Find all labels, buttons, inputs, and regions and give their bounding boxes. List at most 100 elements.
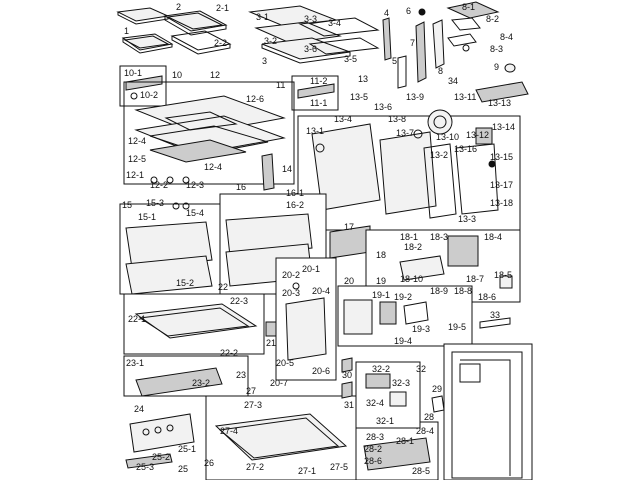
callout-23-2: 23-2 <box>192 378 210 388</box>
callout-18-9: 18-9 <box>430 286 448 296</box>
callout-25-2: 25-2 <box>152 452 170 462</box>
callout-12-6: 12-6 <box>246 94 264 104</box>
part-6-screw <box>418 8 426 16</box>
callout-13-16: 13-16 <box>454 144 477 154</box>
part-11-assembly <box>291 75 339 111</box>
callout-13-9: 13-9 <box>406 92 424 102</box>
callout-32-4: 32-4 <box>366 398 384 408</box>
part-21-bracket <box>265 321 277 337</box>
part-15-drawer-assembly <box>119 202 223 295</box>
callout-12-1: 12-1 <box>126 170 144 180</box>
callout-22-3: 22-3 <box>230 296 248 306</box>
callout-13-1: 13-1 <box>306 126 324 136</box>
callout-15-3: 15-3 <box>146 198 164 208</box>
callout-15-2: 15-2 <box>176 278 194 288</box>
callout-3-5: 3-5 <box>344 54 357 64</box>
callout-12-4-right: 12-4 <box>204 162 222 172</box>
callout-22-1: 22-1 <box>128 314 146 324</box>
callout-28-3: 28-3 <box>366 432 384 442</box>
callout-19-3: 19-3 <box>412 324 430 334</box>
callout-13-13: 13-13 <box>488 98 511 108</box>
callout-12-3: 12-3 <box>186 180 204 190</box>
part-25-rail <box>125 453 173 469</box>
callout-12-4-left: 12-4 <box>128 136 146 146</box>
part-23-cover <box>123 355 249 397</box>
callout-28-1: 28-1 <box>396 436 414 446</box>
callout-15: 15 <box>122 200 132 210</box>
callout-18-6: 18-6 <box>478 292 496 302</box>
callout-27: 27 <box>246 386 256 396</box>
callout-24: 24 <box>134 404 144 414</box>
callout-13-8: 13-8 <box>388 114 406 124</box>
callout-4: 4 <box>384 8 389 18</box>
callout-3: 3 <box>262 56 267 66</box>
shelf-3-part <box>248 5 380 64</box>
callout-31: 31 <box>344 400 354 410</box>
callout-13-5: 13-5 <box>350 92 368 102</box>
callout-19-2: 19-2 <box>394 292 412 302</box>
callout-25-1: 25-1 <box>178 444 196 454</box>
callout-27-4: 27-4 <box>220 426 238 436</box>
part-28-assembly <box>355 421 439 480</box>
part-9-bulb <box>504 63 516 73</box>
callout-2-2: 2-2 <box>214 38 227 48</box>
callout-19-1: 19-1 <box>372 290 390 300</box>
callout-13-10: 13-10 <box>436 132 459 142</box>
callout-13-11: 13-11 <box>454 92 476 102</box>
callout-2: 2 <box>176 2 181 12</box>
callout-15-4: 15-4 <box>186 208 204 218</box>
callout-28: 28 <box>424 412 434 422</box>
refrigerator-cabinet <box>443 343 533 480</box>
callout-13: 13 <box>358 74 368 84</box>
callout-20-6: 20-6 <box>312 366 330 376</box>
callout-10-1: 10-1 <box>124 68 142 78</box>
callout-33: 33 <box>490 310 500 320</box>
part-8-case <box>432 1 500 69</box>
part-30-valve <box>341 357 353 373</box>
callout-22-2: 22-2 <box>220 348 238 358</box>
callout-23-1: 23-1 <box>126 358 144 368</box>
callout-25: 25 <box>178 464 188 474</box>
callout-20-3: 20-3 <box>282 288 300 298</box>
callout-8: 8 <box>438 66 443 76</box>
callout-28-6: 28-6 <box>364 456 382 466</box>
callout-13-14: 13-14 <box>492 122 515 132</box>
callout-22: 22 <box>218 282 228 292</box>
part-19-assembly <box>337 285 473 347</box>
callout-21: 21 <box>266 338 276 348</box>
part-33-strip <box>479 317 511 329</box>
callout-13-18: 13-18 <box>490 198 513 208</box>
callout-18-2: 18-2 <box>404 242 422 252</box>
part-10-assembly <box>119 65 167 107</box>
callout-28-2: 28-2 <box>364 444 382 454</box>
callout-3-2: 3-2 <box>264 36 277 46</box>
callout-16-1: 16-1 <box>286 188 304 198</box>
callout-3-6: 3-6 <box>304 44 317 54</box>
callout-28-4: 28-4 <box>416 426 434 436</box>
callout-19-4: 19-4 <box>394 336 412 346</box>
callout-13-15: 13-15 <box>490 152 513 162</box>
part-32-assembly <box>355 361 421 429</box>
callout-34: 34 <box>448 76 458 86</box>
callout-32-2: 32-2 <box>372 364 390 374</box>
callout-32-3: 32-3 <box>392 378 410 388</box>
callout-18-4: 18-4 <box>484 232 502 242</box>
part-34-panel <box>475 81 529 103</box>
callout-1: 1 <box>124 26 129 36</box>
callout-27-1: 27-1 <box>298 466 316 476</box>
callout-8-2: 8-2 <box>486 14 499 24</box>
callout-27-2: 27-2 <box>246 462 264 472</box>
callout-32-1: 32-1 <box>376 416 394 426</box>
callout-26: 26 <box>204 458 214 468</box>
callout-9: 9 <box>494 62 499 72</box>
callout-13-4: 13-4 <box>334 114 352 124</box>
callout-13-12: 13-12 <box>466 130 489 140</box>
callout-14: 14 <box>282 164 292 174</box>
part-29-latch <box>431 395 445 413</box>
callout-18-5: 18-5 <box>494 270 512 280</box>
callout-17: 17 <box>344 222 354 232</box>
part-13-evaporator-cover <box>297 109 521 231</box>
callout-18-10: 18-10 <box>400 274 423 284</box>
callout-18: 18 <box>376 250 386 260</box>
